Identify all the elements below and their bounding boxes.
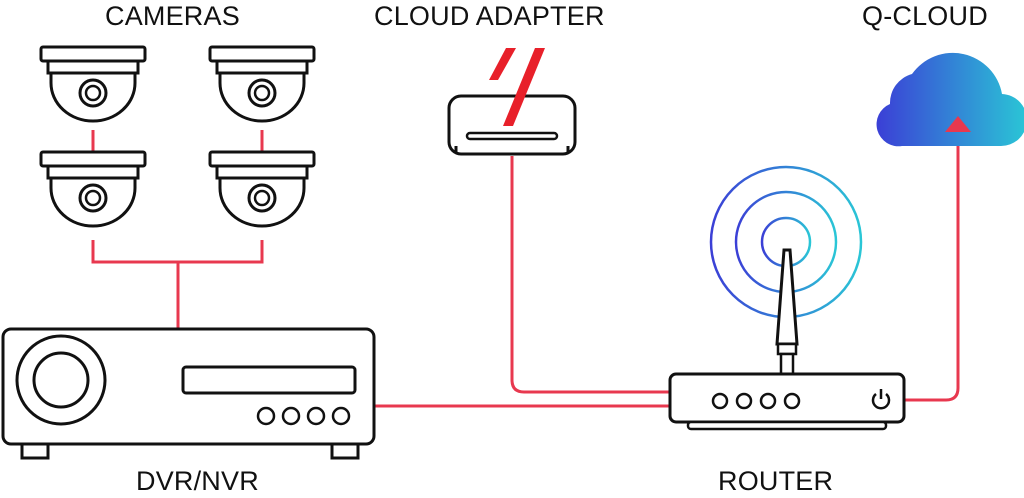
q-cloud-label: Q-CLOUD bbox=[862, 1, 988, 31]
dvr-nvr-label: DVR/NVR bbox=[136, 466, 259, 496]
cloud-adapter-icon bbox=[447, 48, 577, 156]
connection-lines bbox=[91, 130, 960, 408]
router-icon bbox=[668, 248, 906, 431]
router-label: ROUTER bbox=[718, 466, 834, 496]
camera-1 bbox=[39, 45, 147, 123]
cloud-adapter-label: CLOUD ADAPTER bbox=[374, 1, 605, 31]
adapter-mark bbox=[503, 48, 545, 126]
cameras-label: CAMERAS bbox=[105, 1, 240, 31]
router-to-cloud-link bbox=[904, 132, 960, 402]
camera-3 bbox=[39, 150, 147, 228]
adapter-to-router-link bbox=[510, 156, 670, 394]
recorder-icon bbox=[1, 327, 376, 460]
power-icon bbox=[871, 389, 891, 410]
adapter-mark bbox=[489, 48, 516, 80]
cameras-to-dvr-link bbox=[91, 240, 264, 330]
cloud-icon bbox=[876, 52, 1024, 147]
camera-4 bbox=[208, 150, 316, 228]
cameras-group bbox=[39, 45, 316, 228]
camera-2 bbox=[208, 45, 316, 123]
upload-arrow-icon bbox=[945, 116, 971, 132]
